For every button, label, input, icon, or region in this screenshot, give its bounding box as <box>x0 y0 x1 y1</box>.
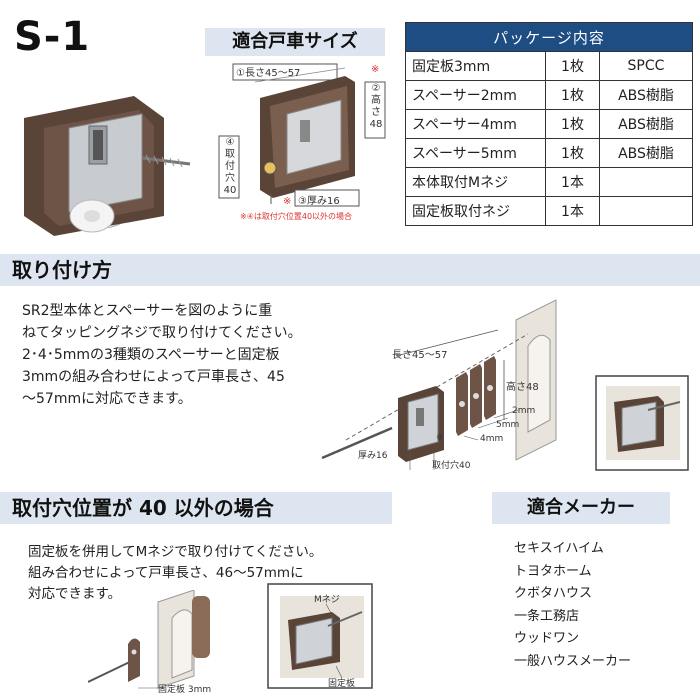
install-band: 取り付け方 <box>0 254 700 286</box>
list-item: トヨタホーム <box>514 563 592 579</box>
spacer-2mm-label: 2mm <box>512 406 536 416</box>
package-item-name: スペーサー5mm <box>405 138 546 168</box>
install-length-label: 長さ45～57 <box>392 350 448 361</box>
install-diagram-asterisk: ※ <box>436 433 444 443</box>
fit-height-char: 高 <box>371 95 381 106</box>
package-item-qty: 1枚 <box>545 51 600 81</box>
fit-asterisk-bottom: ※ <box>283 196 291 207</box>
fit-hole-char: 40 <box>223 185 237 196</box>
install-text: SR2型本体とスペーサーを図のように重 ねてタッピングネジで取り付けてください。… <box>22 300 352 410</box>
alt-line: 対応できます。 <box>28 586 122 602</box>
alt-line: 組み合わせによって戸車長さ、46～57mmに <box>28 565 304 581</box>
install-diagram: ※ <box>321 299 689 471</box>
table-row: 固定板3mm 1枚 SPCC <box>405 51 693 81</box>
alt-diagram <box>88 590 210 689</box>
alt-band: 取付穴位置が 40 以外の場合 <box>0 492 392 524</box>
table-row: スペーサー5mm 1枚 ABS樹脂 <box>405 138 693 168</box>
package-item-material: ABS樹脂 <box>599 109 693 139</box>
install-line: 2･4･5mmの3種類のスペーサーと固定板 <box>22 347 280 363</box>
package-table: パッケージ内容 固定板3mm 1枚 SPCC スペーサー2mm 1枚 ABS樹脂… <box>405 22 693 226</box>
list-item: ウッドワン <box>514 631 580 646</box>
package-item-material: ABS樹脂 <box>599 80 693 110</box>
install-hole-label: 取付穴40 <box>432 461 471 471</box>
package-item-material <box>599 167 693 197</box>
package-item-name: 固定板取付ネジ <box>405 196 546 226</box>
alt-line: 固定板を併用してMネジで取り付けてください。 <box>28 544 323 560</box>
maker-list: セキスイハイム トヨタホーム クボタハウス 一条工務店 ウッドワン 一般ハウスメ… <box>514 538 631 673</box>
install-line: 3mmの組み合わせによって戸車長さ、45 <box>22 369 285 385</box>
package-item-qty: 1枚 <box>545 138 600 168</box>
package-item-name: 本体取付Mネジ <box>405 167 546 197</box>
package-item-material: ABS樹脂 <box>599 138 693 168</box>
list-item: 一般ハウスメーカー <box>514 653 632 669</box>
package-title: パッケージ内容 <box>405 22 693 52</box>
model-title: S-1 <box>14 14 91 60</box>
package-item-name: スペーサー4mm <box>405 109 546 139</box>
list-item: 一条工務店 <box>514 608 580 624</box>
list-item: クボタハウス <box>514 586 593 601</box>
package-item-name: 固定板3mm <box>405 51 546 81</box>
package-item-qty: 1本 <box>545 167 600 197</box>
table-row: 固定板取付ネジ 1本 <box>405 196 693 226</box>
install-height-label: 高さ48 <box>506 382 539 393</box>
package-item-material <box>599 196 693 226</box>
install-line: ねてタッピングネジで取り付けてください。 <box>22 325 302 341</box>
alt-title: 取付穴位置が 40 以外の場合 <box>12 496 274 520</box>
fit-hole-num: ④ <box>225 137 235 148</box>
fit-hole-label: ④ 取 付 穴 40 <box>220 137 240 197</box>
alt-mscrew-label: Mネジ <box>314 595 340 605</box>
fit-hole-char: 付 <box>225 161 235 172</box>
fit-asterisk-top: ※ <box>371 64 379 75</box>
fit-length-label: ①長さ45～57 <box>236 68 301 79</box>
install-thickness-label: 厚み16 <box>358 451 388 461</box>
alt-plate-label: 固定板 3mm <box>158 685 212 695</box>
spacer-5mm-label: 5mm <box>496 420 520 430</box>
list-item: セキスイハイム <box>514 541 604 556</box>
fit-height-char: 48 <box>369 119 383 130</box>
table-row: 本体取付Mネジ 1本 <box>405 167 693 197</box>
install-line: ～57mmに対応できます。 <box>22 391 192 407</box>
fit-height-label: ② 高 さ 48 <box>366 83 386 131</box>
table-row: スペーサー4mm 1枚 ABS樹脂 <box>405 109 693 139</box>
fit-note: ※④は取付穴位置40以外の場合 <box>240 211 352 222</box>
alt-plate-label-2: 固定板 <box>328 679 356 689</box>
fit-size-diagram: ※ ※ <box>218 63 386 207</box>
table-row: スペーサー2mm 1枚 ABS樹脂 <box>405 80 693 110</box>
fit-thickness-label: ③厚み16 <box>298 196 340 207</box>
install-line: SR2型本体とスペーサーを図のように重 <box>22 303 273 319</box>
fit-height-char: さ <box>371 107 381 118</box>
package-item-qty: 1本 <box>545 196 600 226</box>
alt-text: 固定板を併用してMネジで取り付けてください。 組み合わせによって戸車長さ、46～… <box>28 542 368 605</box>
fit-size-title: 適合戸車サイズ <box>205 28 385 56</box>
maker-title: 適合メーカー <box>492 492 670 524</box>
alt-inset-diagram <box>267 583 373 689</box>
package-item-qty: 1枚 <box>545 80 600 110</box>
fit-note-text: ※④は取付穴位置40以外の場合 <box>240 212 353 221</box>
package-header-row: パッケージ内容 <box>405 22 693 52</box>
package-item-material: SPCC <box>599 51 693 81</box>
package-item-qty: 1枚 <box>545 109 600 139</box>
fit-height-num: ② <box>371 83 381 94</box>
product-photo <box>24 96 191 236</box>
package-item-name: スペーサー2mm <box>405 80 546 110</box>
install-title: 取り付け方 <box>12 258 112 282</box>
spacer-4mm-label: 4mm <box>480 434 504 444</box>
fit-hole-char: 取 <box>225 149 235 160</box>
fit-hole-char: 穴 <box>225 173 235 184</box>
